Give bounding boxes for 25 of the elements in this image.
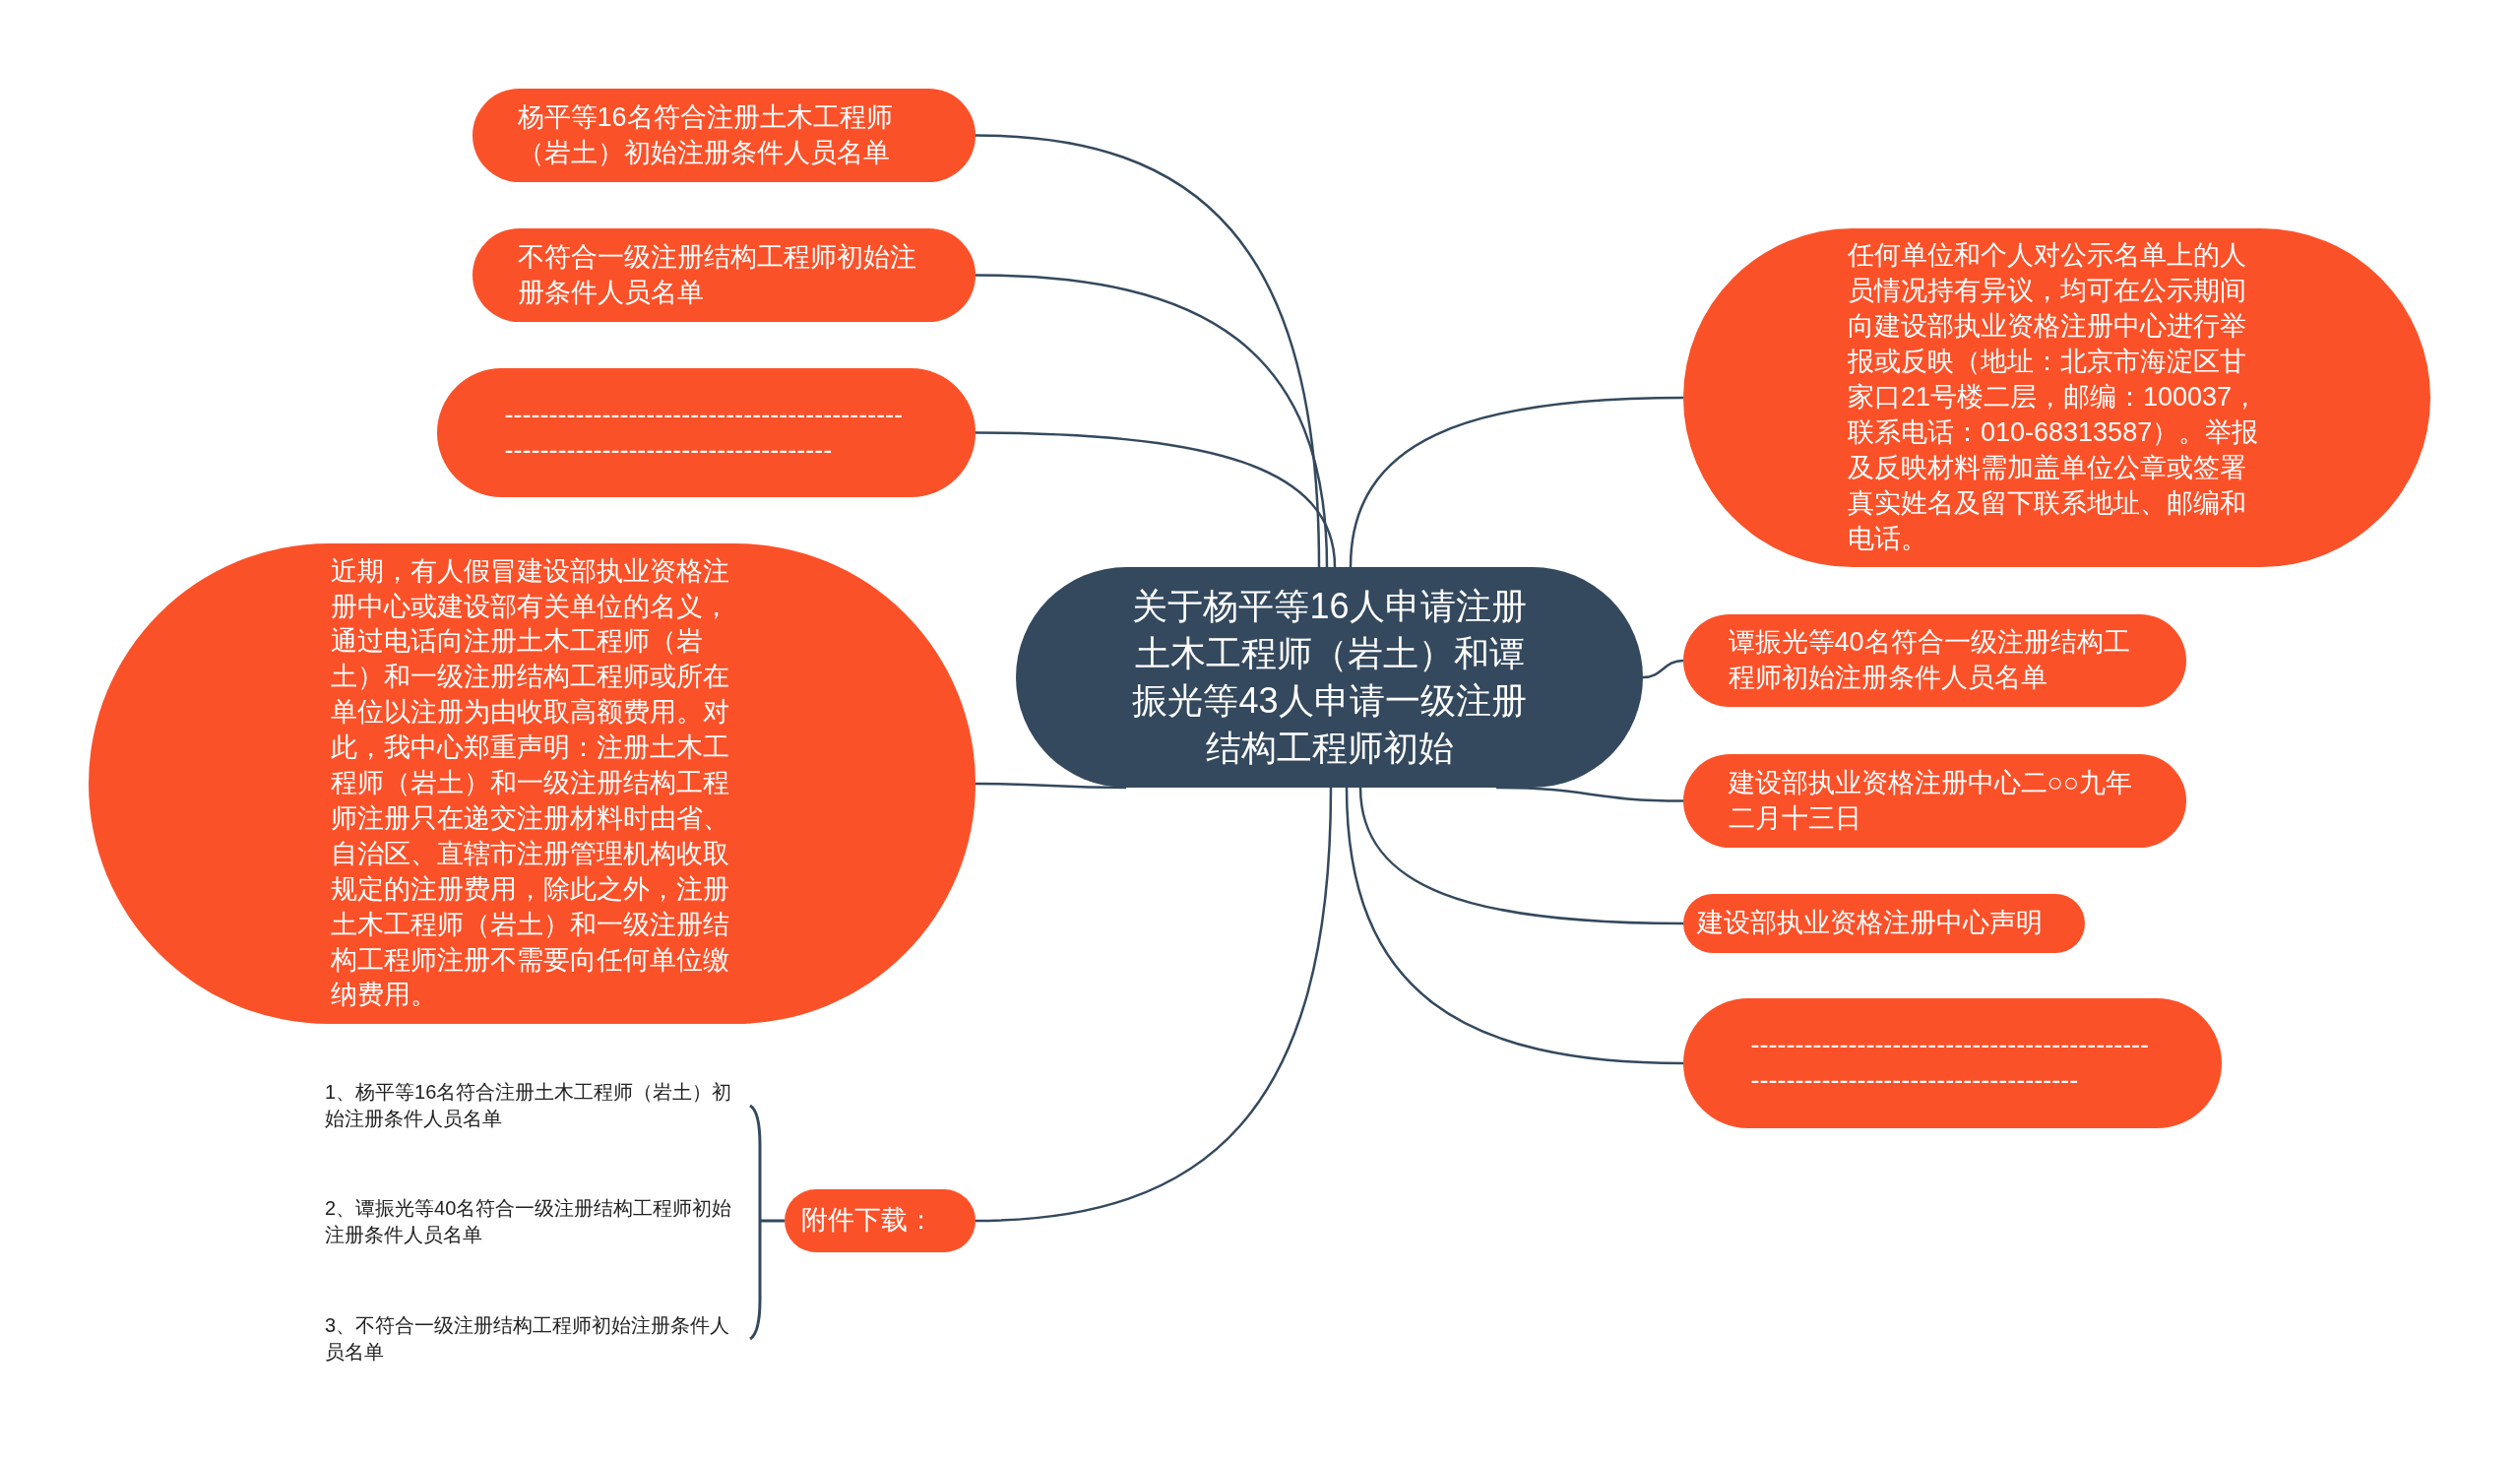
- list-item-text: 3、不符合一级注册结构工程师初始注册条件人员名单: [325, 1313, 731, 1365]
- connector-line: [1496, 786, 1683, 802]
- topic-box: 附件下载：: [785, 1189, 976, 1252]
- topic-box: 建设部执业资格注册中心二○○九年二月十三日: [1683, 754, 2186, 848]
- topic-box: 不符合一级注册结构工程师初始注册条件人员名单: [472, 228, 976, 322]
- connector-line: [1349, 396, 1684, 568]
- topic-box: 谭振光等40名符合一级注册结构工程师初始注册条件人员名单: [1683, 614, 2186, 707]
- topic-box: ----------------------------------------------------------------------------------: [437, 368, 976, 497]
- connector-line: [975, 787, 1333, 1223]
- topic-box: 杨平等16名符合注册土木工程师（岩土）初始注册条件人员名单: [472, 89, 976, 182]
- topic-box: 任何单位和个人对公示名单上的人员情况持有异议，均可在公示期间向建设部执业资格注册中心进行举报或反映（地址：北京市海淀区甘家口21号楼二层，邮编：100037，联系电话：010-68313587）。举报及反映材料需加盖单位公章或签署真实姓名及留下联系地址、邮编和电话。: [1683, 228, 2430, 567]
- connector-line: [975, 274, 1329, 568]
- list-item-text: 2、谭振光等40名符合一级注册结构工程师初始注册条件人员名单: [325, 1196, 733, 1247]
- connector-line: [975, 134, 1321, 568]
- list-item-text: 1、杨平等16名符合注册土木工程师（岩土）初始注册条件人员名单: [325, 1080, 733, 1131]
- topic-box: 近期，有人假冒建设部执业资格注册中心或建设部有关单位的名义，通过电话向注册土木工程师（岩土）和一级注册结构工程师或所在单位以注册为由收取高额费用。对此，我中心郑重声明：注册土木工程师（岩土）和一级注册结构工程师注册只在递交注册材料时由省、自治区、直辖市注册管理机构收取规定的注册费用，除此之外，注册土木工程师（岩土）和一级注册结构工程师注册不需要向任何单位缴纳费用。: [89, 543, 976, 1024]
- topic-box: ----------------------------------------------------------------------------------: [1683, 998, 2222, 1128]
- connector-line: [1345, 787, 1684, 1065]
- bracket-connector: [748, 1104, 787, 1341]
- connector-line: [976, 782, 1126, 790]
- topic-box: 建设部执业资格注册中心声明: [1683, 894, 2085, 953]
- connector-line: [1642, 659, 1684, 679]
- connector-line: [976, 431, 1337, 568]
- central-topic-box: 关于杨平等16人申请注册土木工程师（岩土）和谭振光等43人申请一级注册结构工程师初始: [1016, 567, 1643, 788]
- connector-line: [1358, 787, 1683, 925]
